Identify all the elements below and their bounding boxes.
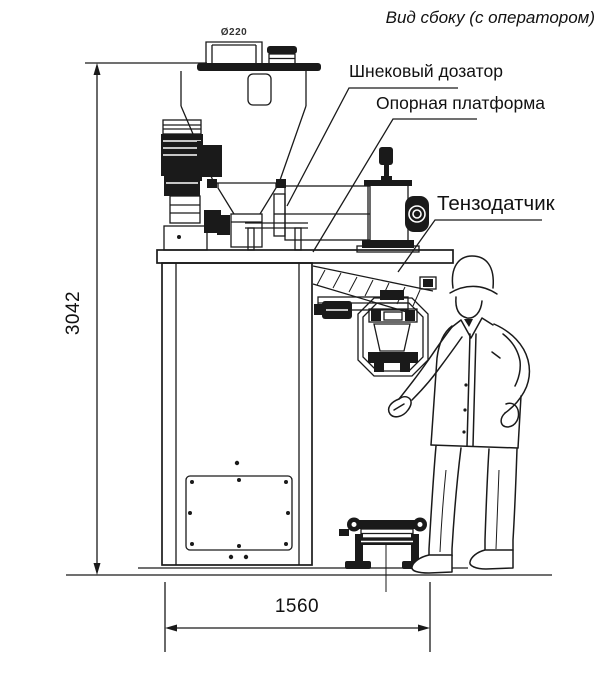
screw-feeder-unit	[273, 147, 429, 253]
overall-height-dimension: 3042	[63, 290, 84, 336]
width-dimension-lines	[164, 582, 431, 652]
roller-stand	[339, 517, 428, 592]
overall-width-dimension: 1560	[274, 596, 320, 617]
hopper-sight-glass	[247, 73, 272, 106]
reaching-arm	[398, 326, 453, 400]
shoe	[469, 549, 514, 570]
callout-screw-feeder: Шнековый дозатор	[349, 61, 503, 81]
motor-bracket	[163, 225, 208, 251]
inlet-diameter-dimension: Ø220	[220, 27, 248, 38]
weighing-unit	[357, 290, 429, 377]
hopper	[180, 41, 321, 248]
hard-hat	[451, 255, 494, 289]
height-dimension-lines	[85, 62, 207, 575]
cabinet	[161, 262, 313, 566]
view-title: Вид сбоку (с оператором)	[385, 8, 595, 27]
callout-support-platform: Опорная платформа	[376, 93, 545, 113]
access-panel	[185, 475, 293, 551]
operator-figure	[387, 255, 531, 574]
side-motor	[405, 196, 429, 232]
load-cell-block	[419, 276, 437, 290]
hopper-lid-cap	[267, 46, 297, 54]
shoe	[411, 554, 453, 574]
callout-leader-lines	[286, 87, 542, 273]
discharge-chute	[312, 265, 437, 319]
callout-load-cell: Тензодатчик	[437, 192, 555, 215]
sensor-rod	[384, 164, 389, 181]
